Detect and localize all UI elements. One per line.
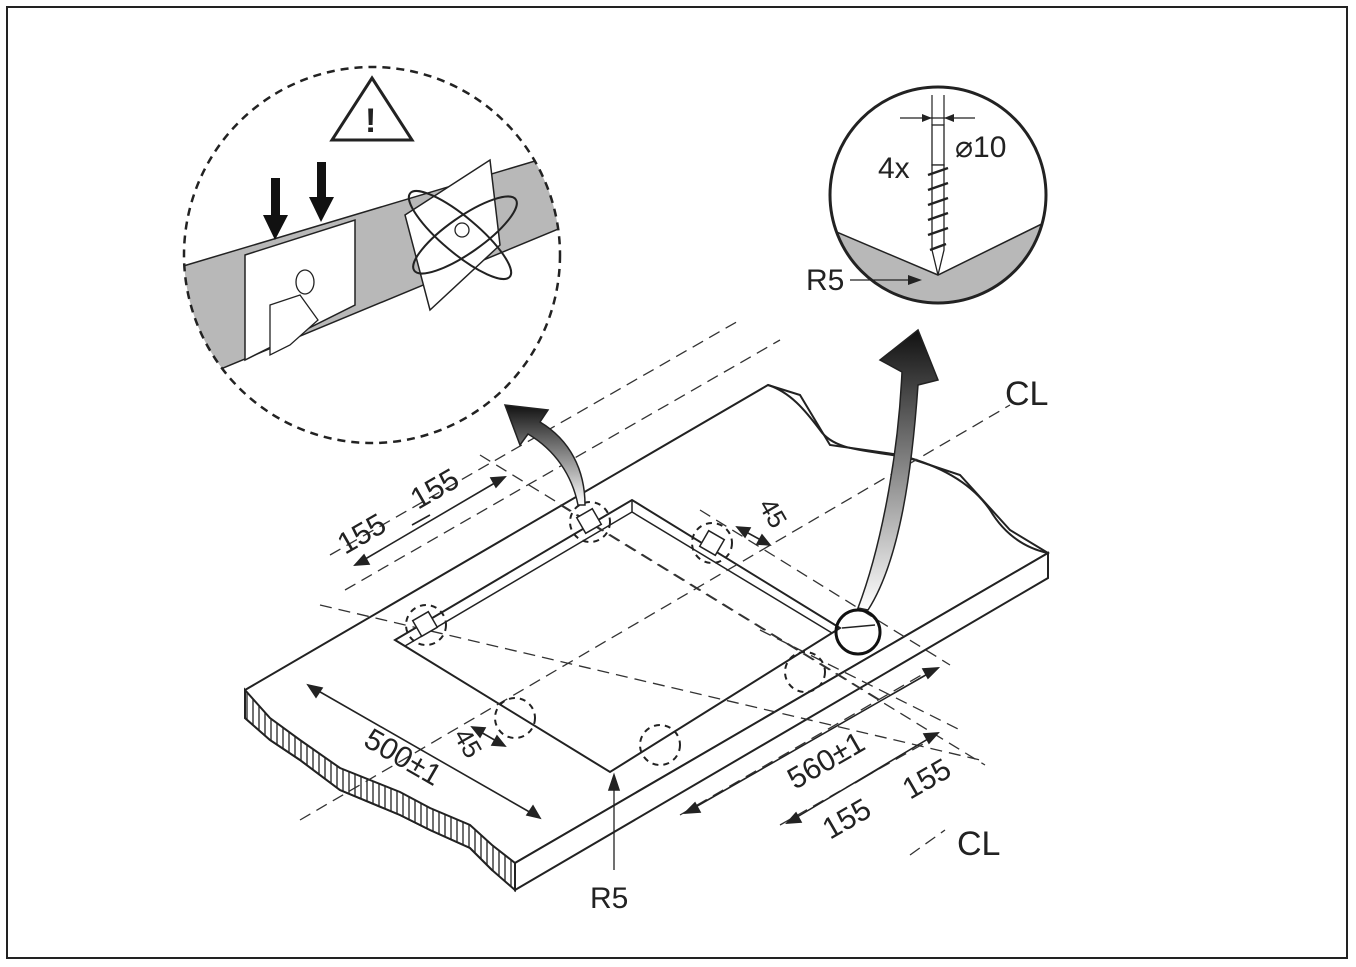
clamp-marker-right [784,651,826,693]
clamp-detail-border [182,65,562,445]
centerline-label-bottom: CL [957,825,1000,863]
dim-155-left-b: 155 [405,462,465,516]
clamp-marker-front-right [639,724,681,766]
drill-bit [900,95,975,276]
worktop-right-edge [514,551,1049,892]
clamp-detail: ! [182,65,562,445]
warning-symbol: ! [365,102,376,140]
centerline-label-top: CL [1005,375,1048,413]
cutout-outer [393,498,842,774]
clamp-markers [405,501,826,766]
arrow-to-drill-detail [856,328,940,611]
dim-155-bottom-b: 155 [897,752,957,806]
corner-drill-marker [834,608,882,656]
drill-radius: R5 [806,264,844,297]
dim-560: 560±1 [782,726,871,796]
clamp-glyphs [411,507,726,638]
clamp-marker-back-left [569,501,611,543]
warning-icon [329,75,415,142]
radius-label-bottom: R5 [590,882,628,915]
clamp-marker-left [405,604,447,646]
arrow-to-clamp-detail [503,404,586,506]
hob-cutout [393,498,842,774]
dimension-lines [306,476,941,870]
drill-detail: 4x ⌀10 R5 [806,85,1048,305]
clamp-marker-back-right [691,522,733,564]
drill-count: 4x [878,152,910,185]
clamp-marker-front-left [494,697,536,739]
drill-detail-border [828,85,1048,305]
drill-diameter: ⌀10 [955,131,1006,164]
dim-155-left-a: 155 [332,507,392,561]
down-arrow-icons [263,162,334,240]
